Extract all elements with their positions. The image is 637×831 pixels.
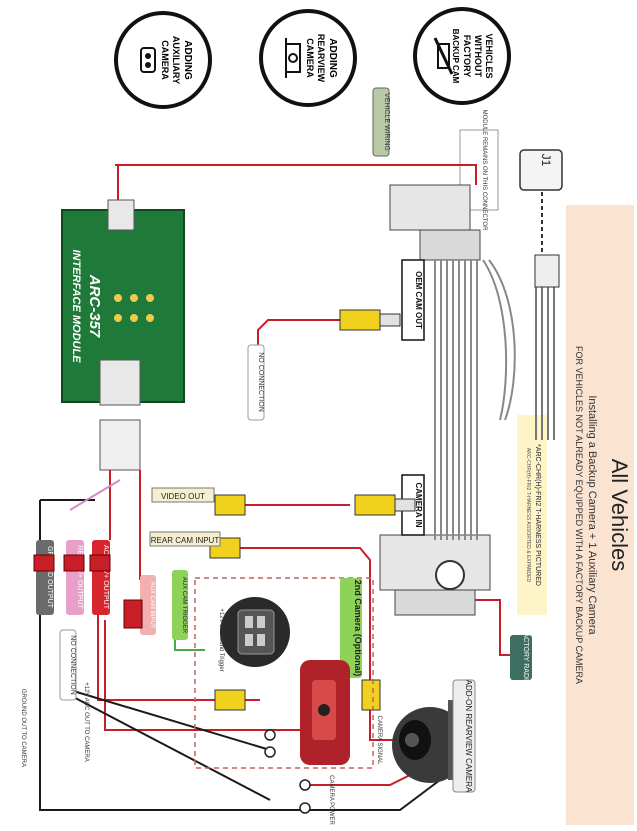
svg-text:AUX CAM INPUT: AUX CAM INPUT bbox=[149, 581, 155, 628]
wire-terminals bbox=[264, 729, 311, 814]
acc-out-label: +12V ACC OUT TO CAMERA bbox=[83, 682, 89, 762]
svg-text:VEHICLE WIRING: VEHICLE WIRING bbox=[383, 93, 390, 151]
rca-aux-camera bbox=[214, 689, 246, 711]
second-camera-area: 2nd Camera (Optional) bbox=[194, 577, 374, 769]
svg-text:NO CONNECTION: NO CONNECTION bbox=[69, 635, 76, 695]
module-pads bbox=[114, 294, 154, 322]
badge-line: ADDING bbox=[182, 40, 193, 80]
svg-text:J1: J1 bbox=[539, 154, 553, 167]
camera-signal-label: CAMERA SIGNAL bbox=[376, 715, 382, 765]
svg-text:+12V ACC OUT TO CAMERA: +12V ACC OUT TO CAMERA bbox=[83, 682, 89, 762]
vehicle-wiring-tag: VEHICLE WIRING bbox=[372, 87, 390, 157]
acc-output-tag: ACC 12V+ OUTPUT bbox=[92, 540, 110, 615]
oem-cam-out-label: OEM CAM OUT bbox=[401, 259, 425, 341]
panel-title: All Vehicles bbox=[607, 459, 632, 572]
t-harness bbox=[379, 184, 491, 616]
aux-cam-input-tag: AUX CAM INPUT bbox=[140, 575, 156, 635]
no-connection-label-1: NO CONNECTION bbox=[247, 344, 265, 421]
module-subtitle: INTERFACE MODULE bbox=[70, 249, 82, 363]
badge-adding-rearview-camera: ADDING REARVIEW CAMERA bbox=[259, 9, 357, 107]
svg-text:CAMERA IN: CAMERA IN bbox=[414, 482, 423, 527]
svg-text:+12V or Ground Trigger: +12V or Ground Trigger bbox=[218, 608, 224, 671]
badge-adding-auxiliary-camera: ADDING AUXILIARY CAMERA bbox=[114, 11, 212, 109]
aux-cam-trigger-tag: AUX CAM TRIGGER bbox=[172, 570, 188, 640]
svg-text:REV 12V+ OUTPUT: REV 12V+ OUTPUT bbox=[76, 545, 83, 609]
trigger-switch-image: +12V or Ground Trigger bbox=[218, 597, 290, 672]
module-harness-plug bbox=[99, 419, 141, 471]
harness-wires bbox=[434, 259, 516, 540]
no-connection-label-2: NO CONNECTION bbox=[59, 629, 77, 701]
svg-text:CAMERA POWER: CAMERA POWER bbox=[328, 775, 334, 825]
badge-line: FACTORY bbox=[462, 35, 472, 78]
svg-text:CAMERA SIGNAL: CAMERA SIGNAL bbox=[376, 715, 382, 765]
j1-wire-bundle bbox=[535, 270, 555, 440]
svg-text:GROUND OUTPUT: GROUND OUTPUT bbox=[46, 546, 53, 609]
inline-connectors bbox=[33, 554, 143, 629]
rear-cam-input-label: REAR CAM INPUT bbox=[149, 531, 221, 547]
badge-vehicles-without-backup-cam: VEHICLES WITHOUT FACTORY BACKUP CAM bbox=[413, 7, 511, 105]
svg-text:GROUND OUT TO CAMERA: GROUND OUT TO CAMERA bbox=[20, 689, 26, 767]
panel-subtitle-2: FOR VEHICLES NOT ALREADY EQUIPPED WITH A… bbox=[574, 346, 584, 684]
rca-video-out bbox=[214, 494, 246, 516]
car-camera-icon bbox=[285, 38, 301, 78]
badge-line: CAMERA bbox=[305, 38, 315, 78]
factory-radio-tag: FACTORY RADIO bbox=[510, 629, 532, 686]
add-on-rearview-camera: ADD-ON REARVIEW CAMERA bbox=[392, 679, 476, 793]
note-line: *ARC-CHR(H)-FRI2 T-HARNESS PICTURED bbox=[534, 444, 541, 586]
video-out-label: VIDEO OUT bbox=[151, 487, 215, 503]
harness-note: *ARC-CHR(H)-FRI2 T-HARNESS PICTURED ARC-… bbox=[517, 415, 547, 615]
badge-line: REARVIEW bbox=[316, 34, 326, 83]
note-line-2: ARC-CHR(H)-FRI2 T-HARNESS ASSORTED & EXP… bbox=[525, 448, 531, 583]
svg-text:REAR CAM INPUT: REAR CAM INPUT bbox=[151, 536, 220, 545]
svg-text:FACTORY RADIO: FACTORY RADIO bbox=[522, 629, 529, 686]
pink-wire bbox=[69, 479, 121, 511]
badge-line: AUXILIARY bbox=[171, 36, 181, 84]
ground-output-tag: GROUND OUTPUT bbox=[36, 540, 54, 615]
rev-output-tag: REV 12V+ OUTPUT bbox=[66, 540, 84, 615]
crossed-camera-icon bbox=[433, 37, 454, 75]
second-camera-label: 2nd Camera (Optional) bbox=[353, 580, 363, 677]
j1-connector: J1 bbox=[519, 149, 563, 191]
add-on-camera-label: ADD-ON REARVIEW CAMERA bbox=[464, 680, 473, 793]
panel-subtitle: Installing a Backup Camera + 1 Auxiliary… bbox=[586, 395, 598, 635]
svg-text:NO CONNECTION: NO CONNECTION bbox=[257, 352, 264, 412]
arc-357-interface-module: ARC-357 INTERFACE MODULE bbox=[61, 199, 185, 471]
badge-line: ADDING bbox=[327, 38, 338, 78]
badge-line: BACKUP CAM bbox=[451, 29, 460, 84]
svg-text:ACC 12V+ OUTPUT: ACC 12V+ OUTPUT bbox=[102, 545, 109, 610]
rca-camera-signal bbox=[361, 679, 381, 711]
ground-out-label: GROUND OUT TO CAMERA bbox=[20, 689, 26, 767]
rca-camera-in bbox=[354, 494, 416, 516]
svg-text:VIDEO OUT: VIDEO OUT bbox=[161, 492, 205, 501]
svg-text:AUX CAM TRIGGER: AUX CAM TRIGGER bbox=[181, 577, 187, 634]
camera-icon bbox=[140, 47, 156, 73]
j1-plug bbox=[534, 254, 560, 288]
second-camera-body bbox=[300, 660, 350, 765]
rca-oem-cam-out bbox=[339, 309, 401, 331]
badge-line: WITHOUT bbox=[473, 35, 483, 77]
module-remains-label: MODULE REMAINS ON THIS CONNECTOR bbox=[459, 110, 499, 231]
svg-text:MODULE REMAINS ON THIS CONNECT: MODULE REMAINS ON THIS CONNECTOR bbox=[481, 110, 487, 231]
title-panel: All Vehicles Installing a Backup Camera … bbox=[566, 205, 634, 825]
svg-text:OEM CAM OUT: OEM CAM OUT bbox=[414, 271, 423, 329]
camera-power-label: CAMERA POWER bbox=[328, 775, 334, 825]
badge-line: CAMERA bbox=[160, 40, 170, 80]
badge-line: VEHICLES bbox=[484, 33, 494, 78]
module-name: ARC-357 bbox=[86, 274, 103, 338]
